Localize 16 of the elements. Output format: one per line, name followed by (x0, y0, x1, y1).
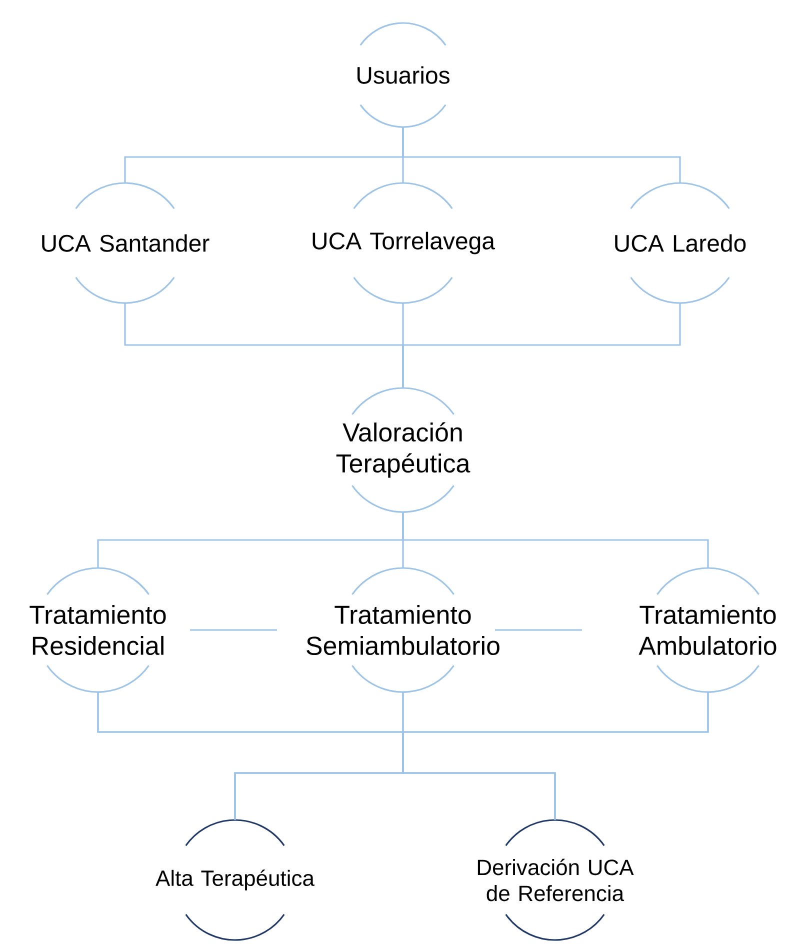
connector-line (402, 303, 681, 388)
connector-line (402, 512, 709, 568)
connector-line (402, 692, 709, 820)
node-label: UCA Laredo (615, 234, 746, 252)
connector-line (402, 127, 681, 183)
node-label: Tratamiento Residencial (30, 604, 166, 656)
node-label: Alta Terapéutica (156, 870, 314, 890)
node-label: UCA Santander (42, 234, 210, 252)
node-label: Derivación UCA de Referencia (478, 858, 634, 902)
node-label: UCA Torrelavega (312, 232, 496, 254)
connector-line (495, 629, 582, 631)
node-label: Usuarios (358, 66, 450, 84)
node-label: Tratamiento Semiambulatorio (306, 604, 500, 656)
node-label: Valoración Terapéutica (336, 422, 470, 478)
connector-line (190, 629, 277, 631)
node-label: Tratamiento Ambulatorio (638, 604, 776, 656)
